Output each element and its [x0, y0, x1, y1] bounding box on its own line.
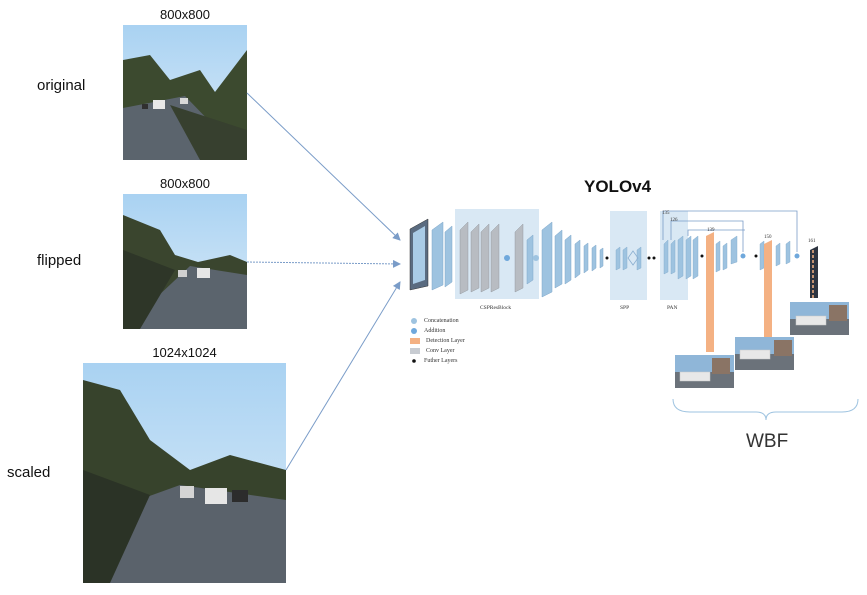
conv-stack-neck	[541, 221, 604, 298]
detection-output-small	[675, 355, 734, 388]
csp-layers	[459, 221, 524, 295]
input-arrows	[246, 92, 401, 471]
detection-output-large	[790, 302, 849, 335]
pan-caption: PAN	[667, 305, 678, 311]
conv-layer-icon	[410, 348, 420, 354]
spp-concat	[627, 250, 639, 266]
size-caption-original: 800x800	[160, 7, 210, 22]
csp-conv	[526, 234, 534, 285]
input-label-original: original	[37, 77, 86, 94]
arrow-scaled	[285, 281, 401, 471]
pan-layers	[663, 235, 699, 280]
fusion-label: WBF	[746, 431, 789, 452]
input-label-flipped: flipped	[37, 252, 82, 269]
legend-item-addition: Addition	[410, 326, 465, 336]
network-input-thumbnail	[409, 218, 429, 291]
legend-item-further: Futher Layers	[410, 356, 465, 366]
detection-layer-icon	[410, 338, 420, 344]
conv-stack-stem	[431, 221, 453, 291]
concatenation-icon	[411, 318, 417, 324]
layer-num-150: 150	[764, 235, 772, 240]
legend-item-conv: Conv Layer	[410, 346, 465, 356]
addition-icon	[411, 328, 417, 334]
head-layers	[715, 235, 791, 273]
spp-panel	[610, 211, 647, 300]
detection-output-medium	[735, 337, 794, 370]
head-concat-1	[740, 253, 746, 259]
arrow-original	[246, 92, 401, 241]
layer-num-161: 161	[808, 239, 816, 244]
layer-num-126: 126	[670, 218, 678, 223]
layer-num-135: 135	[662, 211, 670, 216]
input-image-original	[123, 25, 247, 160]
legend: Concatenation Addition Detection Layer C…	[410, 316, 465, 366]
detection-layers	[706, 232, 818, 352]
head-concat-2	[794, 253, 800, 259]
input-image-flipped	[123, 194, 247, 329]
input-label-scaled: scaled	[7, 464, 51, 481]
arrow-flipped	[246, 259, 401, 268]
input-image-scaled	[83, 363, 286, 583]
csp-addition-node	[504, 255, 510, 261]
csp-caption: CSPResBlock	[480, 305, 511, 311]
size-caption-flipped: 800x800	[160, 176, 210, 191]
csp-concat-node	[533, 255, 539, 261]
spp-caption: SPP	[620, 305, 629, 311]
further-layers-icon	[412, 359, 416, 363]
layer-num-139: 139	[707, 228, 715, 233]
legend-item-detection: Detection Layer	[410, 336, 465, 346]
legend-item-concatenation: Concatenation	[410, 316, 465, 326]
skip-connections	[662, 210, 798, 252]
model-title: YOLOv4	[584, 177, 652, 196]
size-caption-scaled: 1024x1024	[152, 345, 217, 360]
spp-layers	[615, 246, 642, 271]
wbf-brace	[672, 398, 859, 421]
